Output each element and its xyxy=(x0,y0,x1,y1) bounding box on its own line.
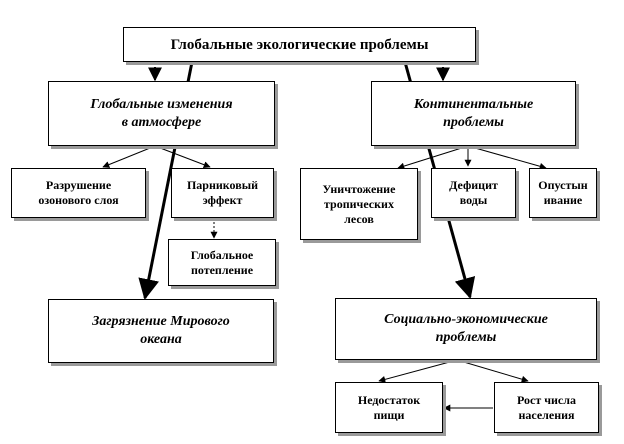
arrow-continental-to-desert xyxy=(467,145,547,170)
water-node: Дефицит воды xyxy=(431,168,516,218)
desertification-node: Опустын ивание xyxy=(529,168,597,218)
social-node: Социально-экономические проблемы xyxy=(335,298,597,360)
forests-node: Уничтожение тропических лесов xyxy=(300,168,418,240)
population-node: Рост числа населения xyxy=(494,382,599,433)
arrow-social-to-population xyxy=(456,359,529,383)
ocean-node: Загрязнение Мирового океана xyxy=(48,299,274,363)
arrow-atmosphere-to-ozone xyxy=(102,145,156,168)
atmosphere-node: Глобальные изменения в атмосфере xyxy=(48,81,275,146)
greenhouse-node: Парниковый эффект xyxy=(171,168,274,218)
warming-node: Глобальное потепление xyxy=(168,239,276,286)
arrow-atmosphere-to-greenhouse xyxy=(154,145,211,169)
arrow-social-to-food xyxy=(378,359,458,383)
root-node: Глобальные экологические проблемы xyxy=(123,27,476,62)
continental-node: Континентальные проблемы xyxy=(371,81,576,146)
arrow-continental-to-forests xyxy=(397,145,469,170)
food-node: Недостаток пищи xyxy=(335,382,443,433)
ozone-node: Разрушение озонового слоя xyxy=(11,168,146,218)
